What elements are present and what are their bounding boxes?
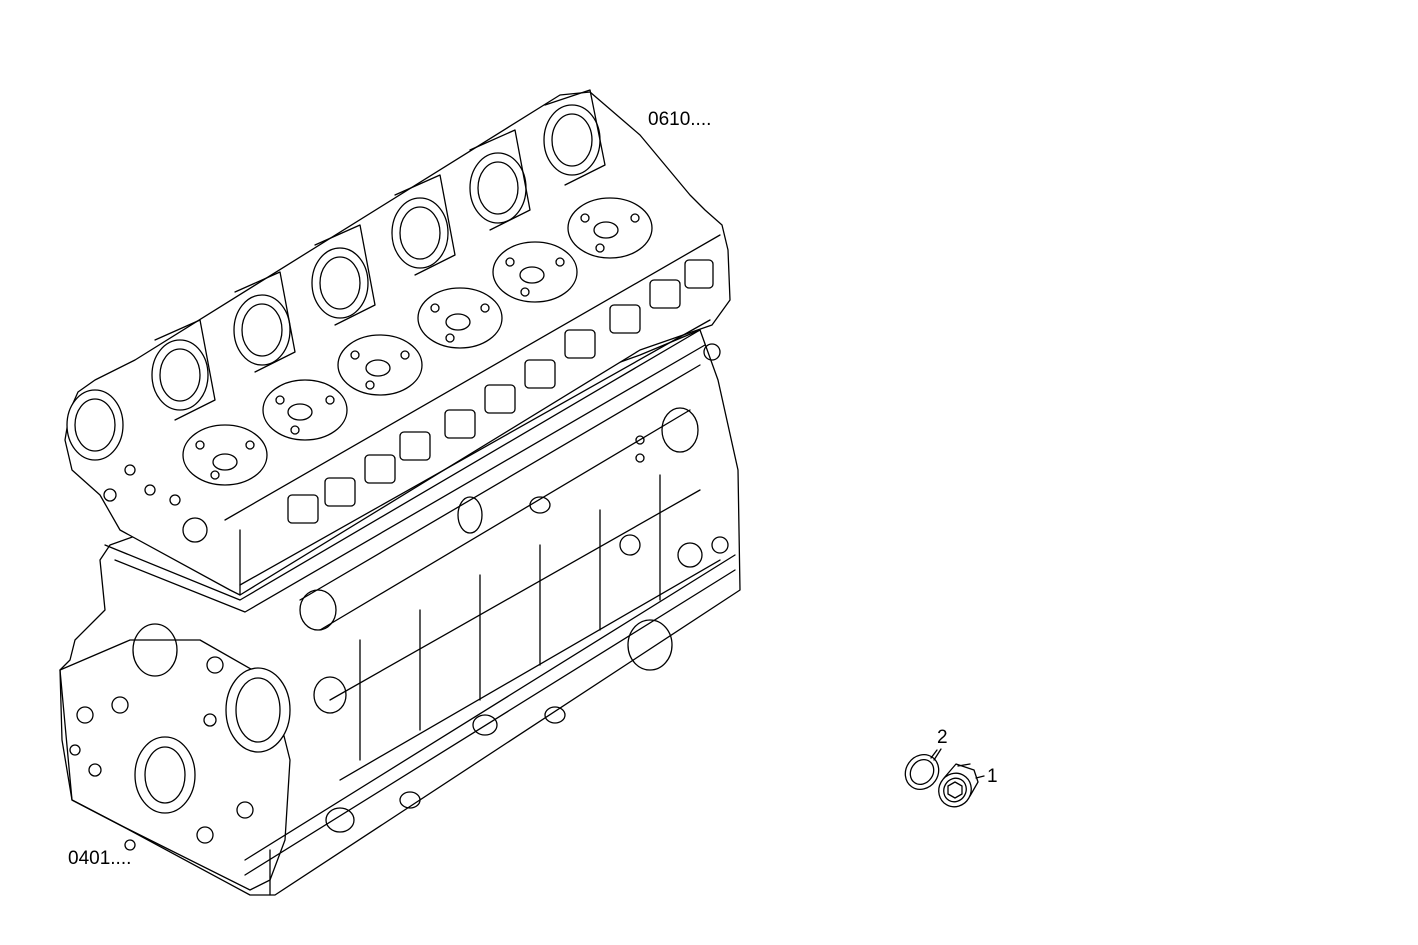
engine-block-reference-label: 0401.... — [68, 848, 132, 869]
washer-item-number: 2 — [937, 727, 948, 748]
cylinder-head-illustration — [64, 89, 731, 596]
plug-item-number: 1 — [987, 766, 998, 787]
engine-block-illustration — [59, 329, 741, 896]
cylinder-head-reference-label: 0610.... — [648, 109, 712, 130]
